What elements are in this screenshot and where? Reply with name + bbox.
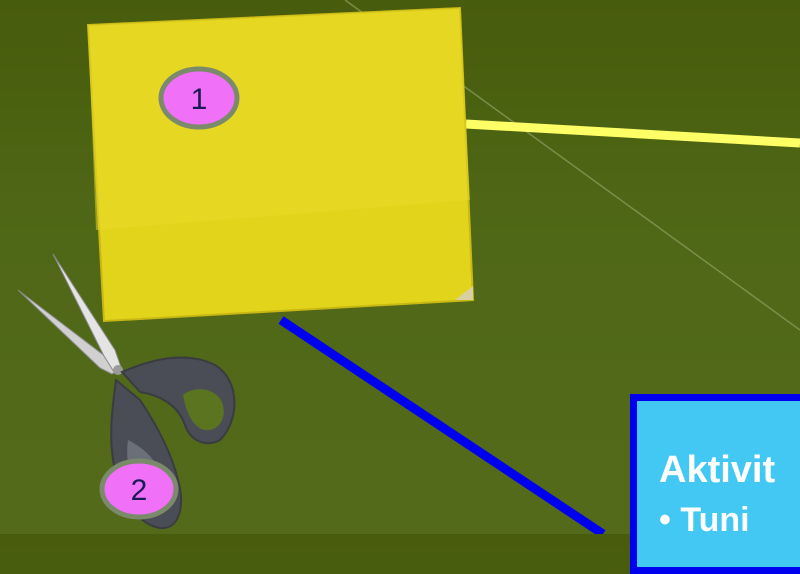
card-title: Aktivit: [659, 449, 775, 492]
badge-1: 1: [161, 69, 237, 127]
yellow-paper-square[interactable]: [88, 8, 473, 321]
badge-1-label: 1: [191, 83, 208, 116]
blue-connector-line: [281, 320, 603, 534]
card-bullet-item: • Tuni: [659, 501, 750, 540]
activity-card: Aktivit • Tuni: [630, 394, 800, 574]
badge-2: 2: [102, 461, 176, 517]
yellow-connector-line: [466, 124, 800, 143]
badge-2-label: 2: [131, 474, 148, 507]
